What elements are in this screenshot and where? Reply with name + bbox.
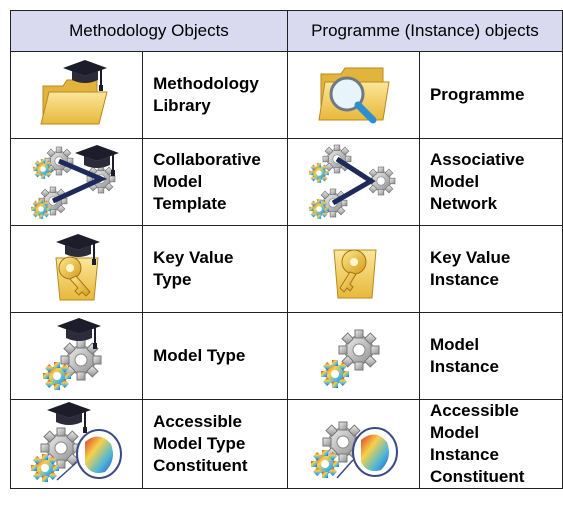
table-row: Key Value Type Key Value Instance — [9, 225, 563, 313]
gear-network-icon — [309, 144, 396, 219]
graduation-cap-folder-icon — [39, 60, 108, 125]
key-value-type-icon-cell — [9, 225, 144, 313]
methodology-library-label: Methodology Library — [142, 51, 288, 139]
methodology-library-icon-cell — [9, 51, 144, 139]
objects-table: Methodology Objects Programme (Instance)… — [9, 10, 563, 489]
graduation-cap-gear-network-icon — [30, 144, 120, 219]
key-value-instance-label: Key Value Instance — [418, 225, 563, 313]
graduation-cap-gear-icon — [42, 318, 102, 390]
key-value-instance-icon-cell — [286, 225, 420, 313]
graduation-cap-key-icon — [54, 234, 101, 301]
key-value-type-label: Key Value Type — [142, 225, 288, 313]
table-row: Collaborative Model Template Associative… — [9, 138, 563, 226]
table-row: Accessible Model Type Constituent Access… — [9, 399, 563, 489]
model-type-icon-cell — [9, 312, 144, 400]
model-type-label: Model Type — [142, 312, 288, 400]
associative-model-network-icon-cell — [286, 138, 420, 226]
programme-objects-header: Programme (Instance) objects — [286, 10, 563, 52]
gear-icon — [321, 329, 380, 388]
programme-icon-cell — [286, 51, 420, 139]
model-instance-icon-cell — [286, 312, 420, 400]
accessible-model-type-constituent-label: Accessible Model Type Constituent — [142, 399, 288, 489]
table-row: Model Type Model Instance — [9, 312, 563, 400]
header-row: Methodology Objects Programme (Instance)… — [10, 10, 563, 52]
table-row: Methodology Library Programme — [9, 51, 563, 139]
key-icon — [333, 249, 377, 299]
graduation-cap-gear-constituent-icon — [30, 402, 122, 482]
programme-label: Programme — [418, 51, 563, 139]
magnifier-folder-icon — [318, 67, 391, 124]
gear-constituent-icon — [311, 421, 399, 479]
associative-model-network-label: Associative Model Network — [418, 138, 563, 226]
accessible-model-instance-constituent-icon-cell — [286, 399, 420, 489]
collaborative-model-template-label: Collaborative Model Template — [142, 138, 288, 226]
model-instance-label: Model Instance — [418, 312, 563, 400]
accessible-model-type-constituent-icon-cell — [9, 399, 144, 489]
collaborative-model-template-icon-cell — [9, 138, 144, 226]
methodology-objects-header: Methodology Objects — [10, 10, 288, 52]
accessible-model-instance-constituent-label: Accessible Model Instance Constituent — [418, 399, 563, 489]
